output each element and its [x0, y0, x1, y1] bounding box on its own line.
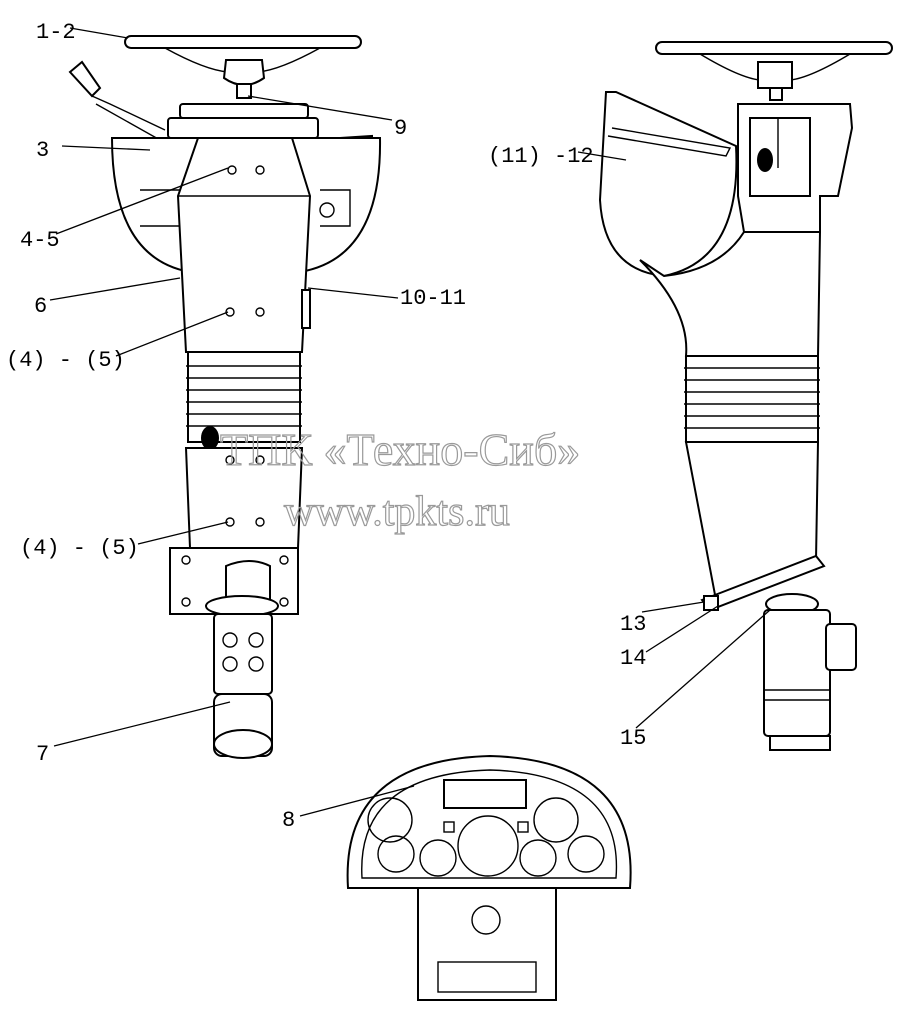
label-1-2: 1-2 — [36, 20, 76, 45]
instrument-panel — [346, 754, 632, 1001]
label-4-5: 4-5 — [20, 228, 60, 253]
label-3: 3 — [36, 138, 49, 163]
label-14: 14 — [620, 646, 646, 671]
steering-valve — [213, 613, 273, 695]
upper-column-6 — [176, 137, 312, 353]
panel-housing — [346, 754, 632, 889]
side-view — [598, 41, 893, 751]
side-column-body — [639, 231, 822, 357]
steering-wheel-front — [124, 35, 362, 99]
panel-display — [443, 779, 527, 809]
callout-labels: 1-2 9 3 4-5 6 10-11 (4) - (5) (4) - (5) … — [6, 20, 646, 833]
black-knob — [201, 426, 219, 450]
label-6: 6 — [34, 294, 47, 319]
top-housing — [167, 117, 319, 139]
leader-lines — [49, 27, 771, 817]
dash-cover-12 — [598, 91, 738, 278]
label-11-12: (11) -12 — [488, 144, 594, 169]
label-15: 15 — [620, 726, 646, 751]
label-9: 9 — [394, 116, 407, 141]
motor-15 — [763, 609, 831, 737]
label-10-11: 10-11 — [400, 286, 466, 311]
top-plate — [179, 103, 309, 119]
steering-wheel-side — [655, 41, 893, 101]
label-8: 8 — [282, 808, 295, 833]
label-7: 7 — [36, 742, 49, 767]
watermark-line2: www.tpkts.ru — [284, 489, 510, 535]
bellows-side — [684, 355, 820, 443]
front-view — [68, 35, 382, 759]
label-4-5-mid: (4) - (5) — [6, 348, 125, 373]
label-4-5-low: (4) - (5) — [20, 536, 139, 561]
label-13: 13 — [620, 612, 646, 637]
watermark-line1: ТПК «Техно-Сиб» — [220, 424, 580, 475]
panel-pedestal — [417, 887, 557, 1001]
